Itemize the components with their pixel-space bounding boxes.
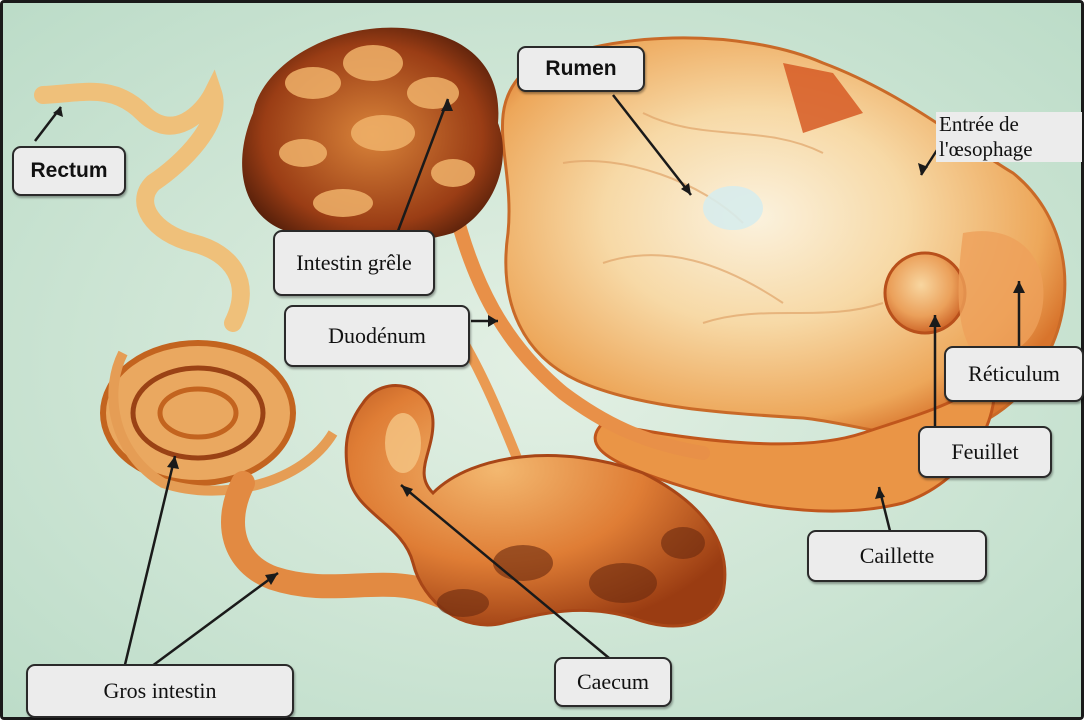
label-reticulum-text: Réticulum <box>968 361 1060 387</box>
rumen-highlight <box>703 186 763 230</box>
label-rumen-text: Rumen <box>545 57 616 81</box>
label-entree-oesophage-line1: Entrée de <box>939 112 1079 137</box>
feuillet-organ <box>885 253 965 333</box>
label-caillette-text: Caillette <box>860 543 935 569</box>
label-gros-intestin-text: Gros intestin <box>103 678 216 704</box>
label-rectum: Rectum <box>12 146 126 196</box>
label-entree-oesophage: Entrée de l'œsophage <box>936 112 1082 162</box>
label-rumen: Rumen <box>517 46 645 92</box>
label-caecum-text: Caecum <box>577 669 649 695</box>
label-entree-oesophage-line2: l'œsophage <box>939 137 1079 162</box>
label-duodenum: Duodénum <box>284 305 470 367</box>
label-intestin-grele: Intestin grêle <box>273 230 435 296</box>
label-caecum: Caecum <box>554 657 672 707</box>
ruminant-digestive-tract-photo <box>3 3 1084 720</box>
label-gros-intestin: Gros intestin <box>26 664 294 718</box>
label-caillette: Caillette <box>807 530 987 582</box>
label-intestin-grele-text: Intestin grêle <box>296 250 411 276</box>
label-feuillet: Feuillet <box>918 426 1052 478</box>
label-feuillet-text: Feuillet <box>951 439 1018 465</box>
label-reticulum: Réticulum <box>944 346 1084 402</box>
label-duodenum-text: Duodénum <box>328 323 426 349</box>
label-rectum-text: Rectum <box>30 159 107 183</box>
